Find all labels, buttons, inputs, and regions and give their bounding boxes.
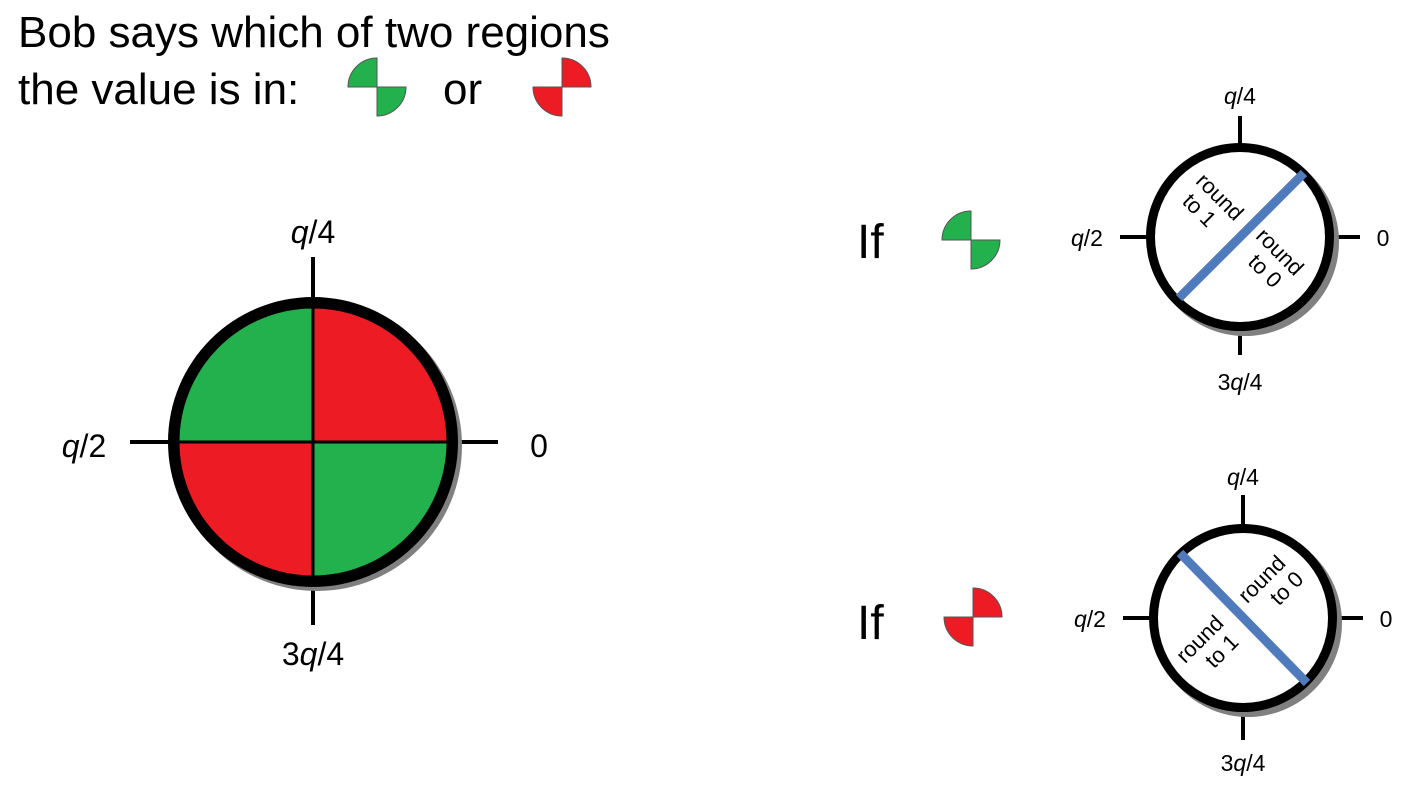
green-divider-line bbox=[1175, 169, 1308, 302]
heading-line-1: Bob says which of two regions bbox=[18, 8, 610, 57]
red-label-left: q/2 bbox=[1074, 606, 1106, 632]
red-label-top: q/4 bbox=[1227, 464, 1259, 490]
red-divider-line bbox=[1176, 549, 1311, 687]
heading: Bob says which of two regions the value … bbox=[18, 4, 610, 118]
case-red: If round to 1 round to 0 q/4 q/2 0 3q/4 bbox=[857, 464, 1392, 776]
big-label-top: q/4 bbox=[291, 214, 335, 250]
red-label-bottom: 3q/4 bbox=[1221, 750, 1266, 776]
or-word: or bbox=[443, 65, 483, 114]
heading-line-2: the value is in: bbox=[18, 65, 300, 114]
case-green: If round to 1 round to 0 q/4 q/2 0 3q/4 bbox=[857, 83, 1389, 395]
big-label-right: 0 bbox=[530, 428, 548, 464]
if-label-green: If bbox=[857, 216, 884, 269]
quadrant-bottom-left bbox=[176, 440, 315, 579]
big-label-bottom: 3q/4 bbox=[282, 636, 344, 672]
red-region-icon bbox=[943, 587, 1003, 647]
green-label-right: 0 bbox=[1377, 225, 1390, 251]
red-label-right: 0 bbox=[1380, 606, 1393, 632]
red-region-icon bbox=[532, 57, 592, 117]
green-label-bottom: 3q/4 bbox=[1218, 369, 1263, 395]
quadrant-bottom-right bbox=[311, 440, 450, 579]
quadrant-top-left bbox=[176, 305, 315, 444]
green-label-top: q/4 bbox=[1224, 83, 1256, 109]
big-label-left: q/2 bbox=[62, 428, 106, 464]
green-label-left: q/2 bbox=[1071, 225, 1103, 251]
green-region-icon bbox=[347, 57, 407, 117]
green-region-icon bbox=[941, 210, 1001, 270]
big-circle-diagram: q/4 q/2 0 3q/4 bbox=[62, 214, 548, 672]
if-label-red: If bbox=[857, 597, 884, 650]
quadrant-top-right bbox=[311, 305, 450, 444]
